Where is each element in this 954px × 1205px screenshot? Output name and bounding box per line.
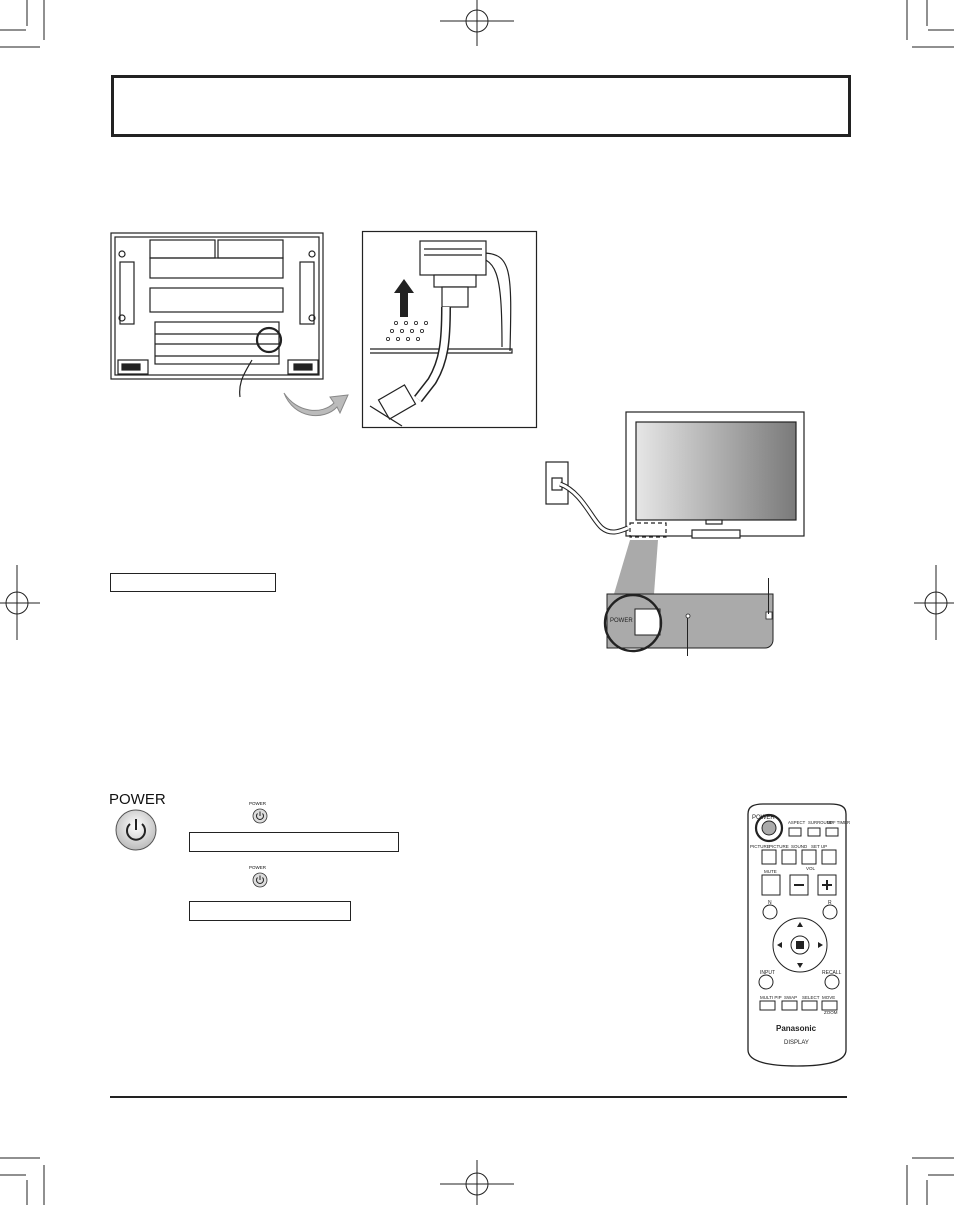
remote-sound-label: SOUND	[791, 844, 808, 849]
remote-swap-label: SWAP	[784, 995, 797, 1000]
remote-offtimer-label: OFF TIMER	[827, 820, 850, 825]
remote-aspect-label: ASPECT	[788, 820, 806, 825]
remote-pic-label-2: PICTURE	[769, 844, 789, 849]
remote-display-label: DISPLAY	[784, 1040, 809, 1046]
sensor-leader-line	[687, 618, 688, 656]
remote-zoom-text: ZOOM	[824, 1010, 838, 1015]
remote-n-label: N	[768, 900, 772, 906]
remote-r-label: R	[828, 900, 832, 906]
section-title-box	[111, 75, 851, 137]
plug-detail-illustration	[361, 230, 538, 429]
callout-wedge	[614, 540, 658, 594]
remote-select-label: SELECT	[802, 995, 820, 1000]
small-power-label-2: POWER	[249, 865, 267, 870]
remote-control-illustration: POWER ASPECT SURROUND OFF TIMER PICTURE …	[747, 803, 850, 1067]
remote-brand: Panasonic	[776, 1024, 817, 1033]
footer-rule	[110, 1096, 847, 1098]
remote-power-label: POWER	[752, 815, 775, 821]
remote-move-label: MOVE	[822, 995, 835, 1000]
rear-panel-illustration	[110, 232, 324, 398]
remote-input-label: INPUT	[760, 970, 775, 976]
power-button-closeup: POWER	[603, 593, 774, 653]
remote-pic-label-1: PICTURE	[750, 844, 770, 849]
remote-vol-label: VOL	[806, 866, 816, 871]
label-box-3	[189, 901, 351, 921]
panel-power-label: POWER	[610, 618, 633, 624]
display-front-illustration	[545, 411, 805, 539]
indicator-leader-line	[768, 578, 769, 614]
small-power-icon-1	[252, 808, 268, 824]
small-power-icon-2	[252, 872, 268, 888]
curved-arrow-icon	[283, 392, 349, 416]
power-heading-label: POWER	[109, 791, 166, 808]
label-box-1	[110, 573, 276, 592]
remote-multipip-label: MULTI PIP	[760, 995, 782, 1000]
remote-setup-label: SET UP	[811, 844, 827, 849]
remote-recall-label: RECALL	[822, 970, 842, 976]
remote-mute-label: MUTE	[764, 869, 777, 874]
remote-surround-label: SURROUND	[808, 820, 833, 825]
power-button-icon	[115, 809, 157, 851]
small-power-label-1: POWER	[249, 801, 267, 806]
label-box-2	[189, 832, 399, 852]
